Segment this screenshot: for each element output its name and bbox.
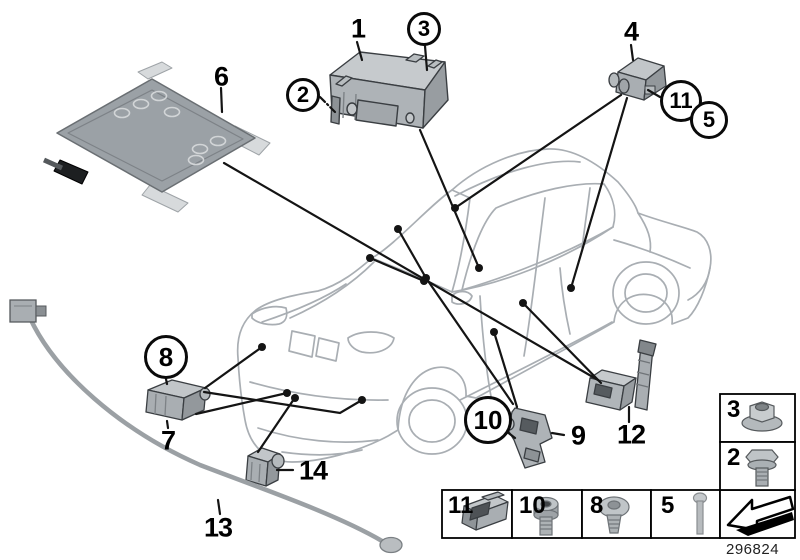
legend-cell-bolt[interactable]: 2: [727, 444, 741, 471]
legend-cell-clip[interactable]: 11: [448, 492, 474, 519]
car-outline: [236, 148, 712, 463]
callout-circled-8[interactable]: 8: [144, 335, 188, 379]
direction-arrow-icon: [726, 495, 795, 536]
callout-circled-5[interactable]: 5: [690, 101, 728, 139]
callout-circled-2[interactable]: 2: [286, 78, 320, 112]
pan-screw-icon: [598, 496, 630, 534]
airbag-control-module: [329, 51, 449, 129]
callout-6[interactable]: 6: [213, 61, 229, 92]
hex-bolt-icon: [745, 449, 779, 487]
flange-nut-icon: [741, 401, 783, 432]
legend-cell-socket-screw[interactable]: 10: [519, 492, 546, 519]
callout-7[interactable]: 7: [160, 425, 176, 456]
b-pillar-sensor: [503, 407, 553, 469]
legend-cell-pin-screw[interactable]: 5: [661, 492, 675, 519]
callout-circled-3[interactable]: 3: [407, 12, 441, 46]
seat-occupancy-mat: [42, 61, 271, 213]
location-dots: [258, 204, 575, 404]
front-door-sensor: [145, 379, 211, 421]
wiring-cable: [9, 299, 403, 554]
legend-cell-pan-screw[interactable]: 8: [590, 492, 604, 519]
callout-13[interactable]: 13: [203, 512, 233, 543]
callout-14[interactable]: 14: [298, 455, 328, 486]
pin-screw-icon: [692, 492, 708, 535]
rear-impact-sensor: [608, 57, 667, 101]
callout-1[interactable]: 1: [350, 13, 366, 44]
callout-12[interactable]: 12: [616, 419, 646, 450]
callout-4[interactable]: 4: [623, 16, 639, 47]
leader-lines: [164, 40, 662, 516]
part-number: 296824: [726, 541, 780, 558]
socket-screw-icon: [533, 496, 559, 536]
belt-tensioner-sensor: [585, 339, 657, 411]
callout-9[interactable]: 9: [570, 420, 586, 451]
legend-cell-nut[interactable]: 3: [727, 396, 741, 423]
legend-grid: [441, 393, 796, 539]
front-center-sensor: [245, 447, 285, 487]
callout-circled-10[interactable]: 10: [464, 396, 512, 444]
clip-icon: [461, 491, 509, 531]
